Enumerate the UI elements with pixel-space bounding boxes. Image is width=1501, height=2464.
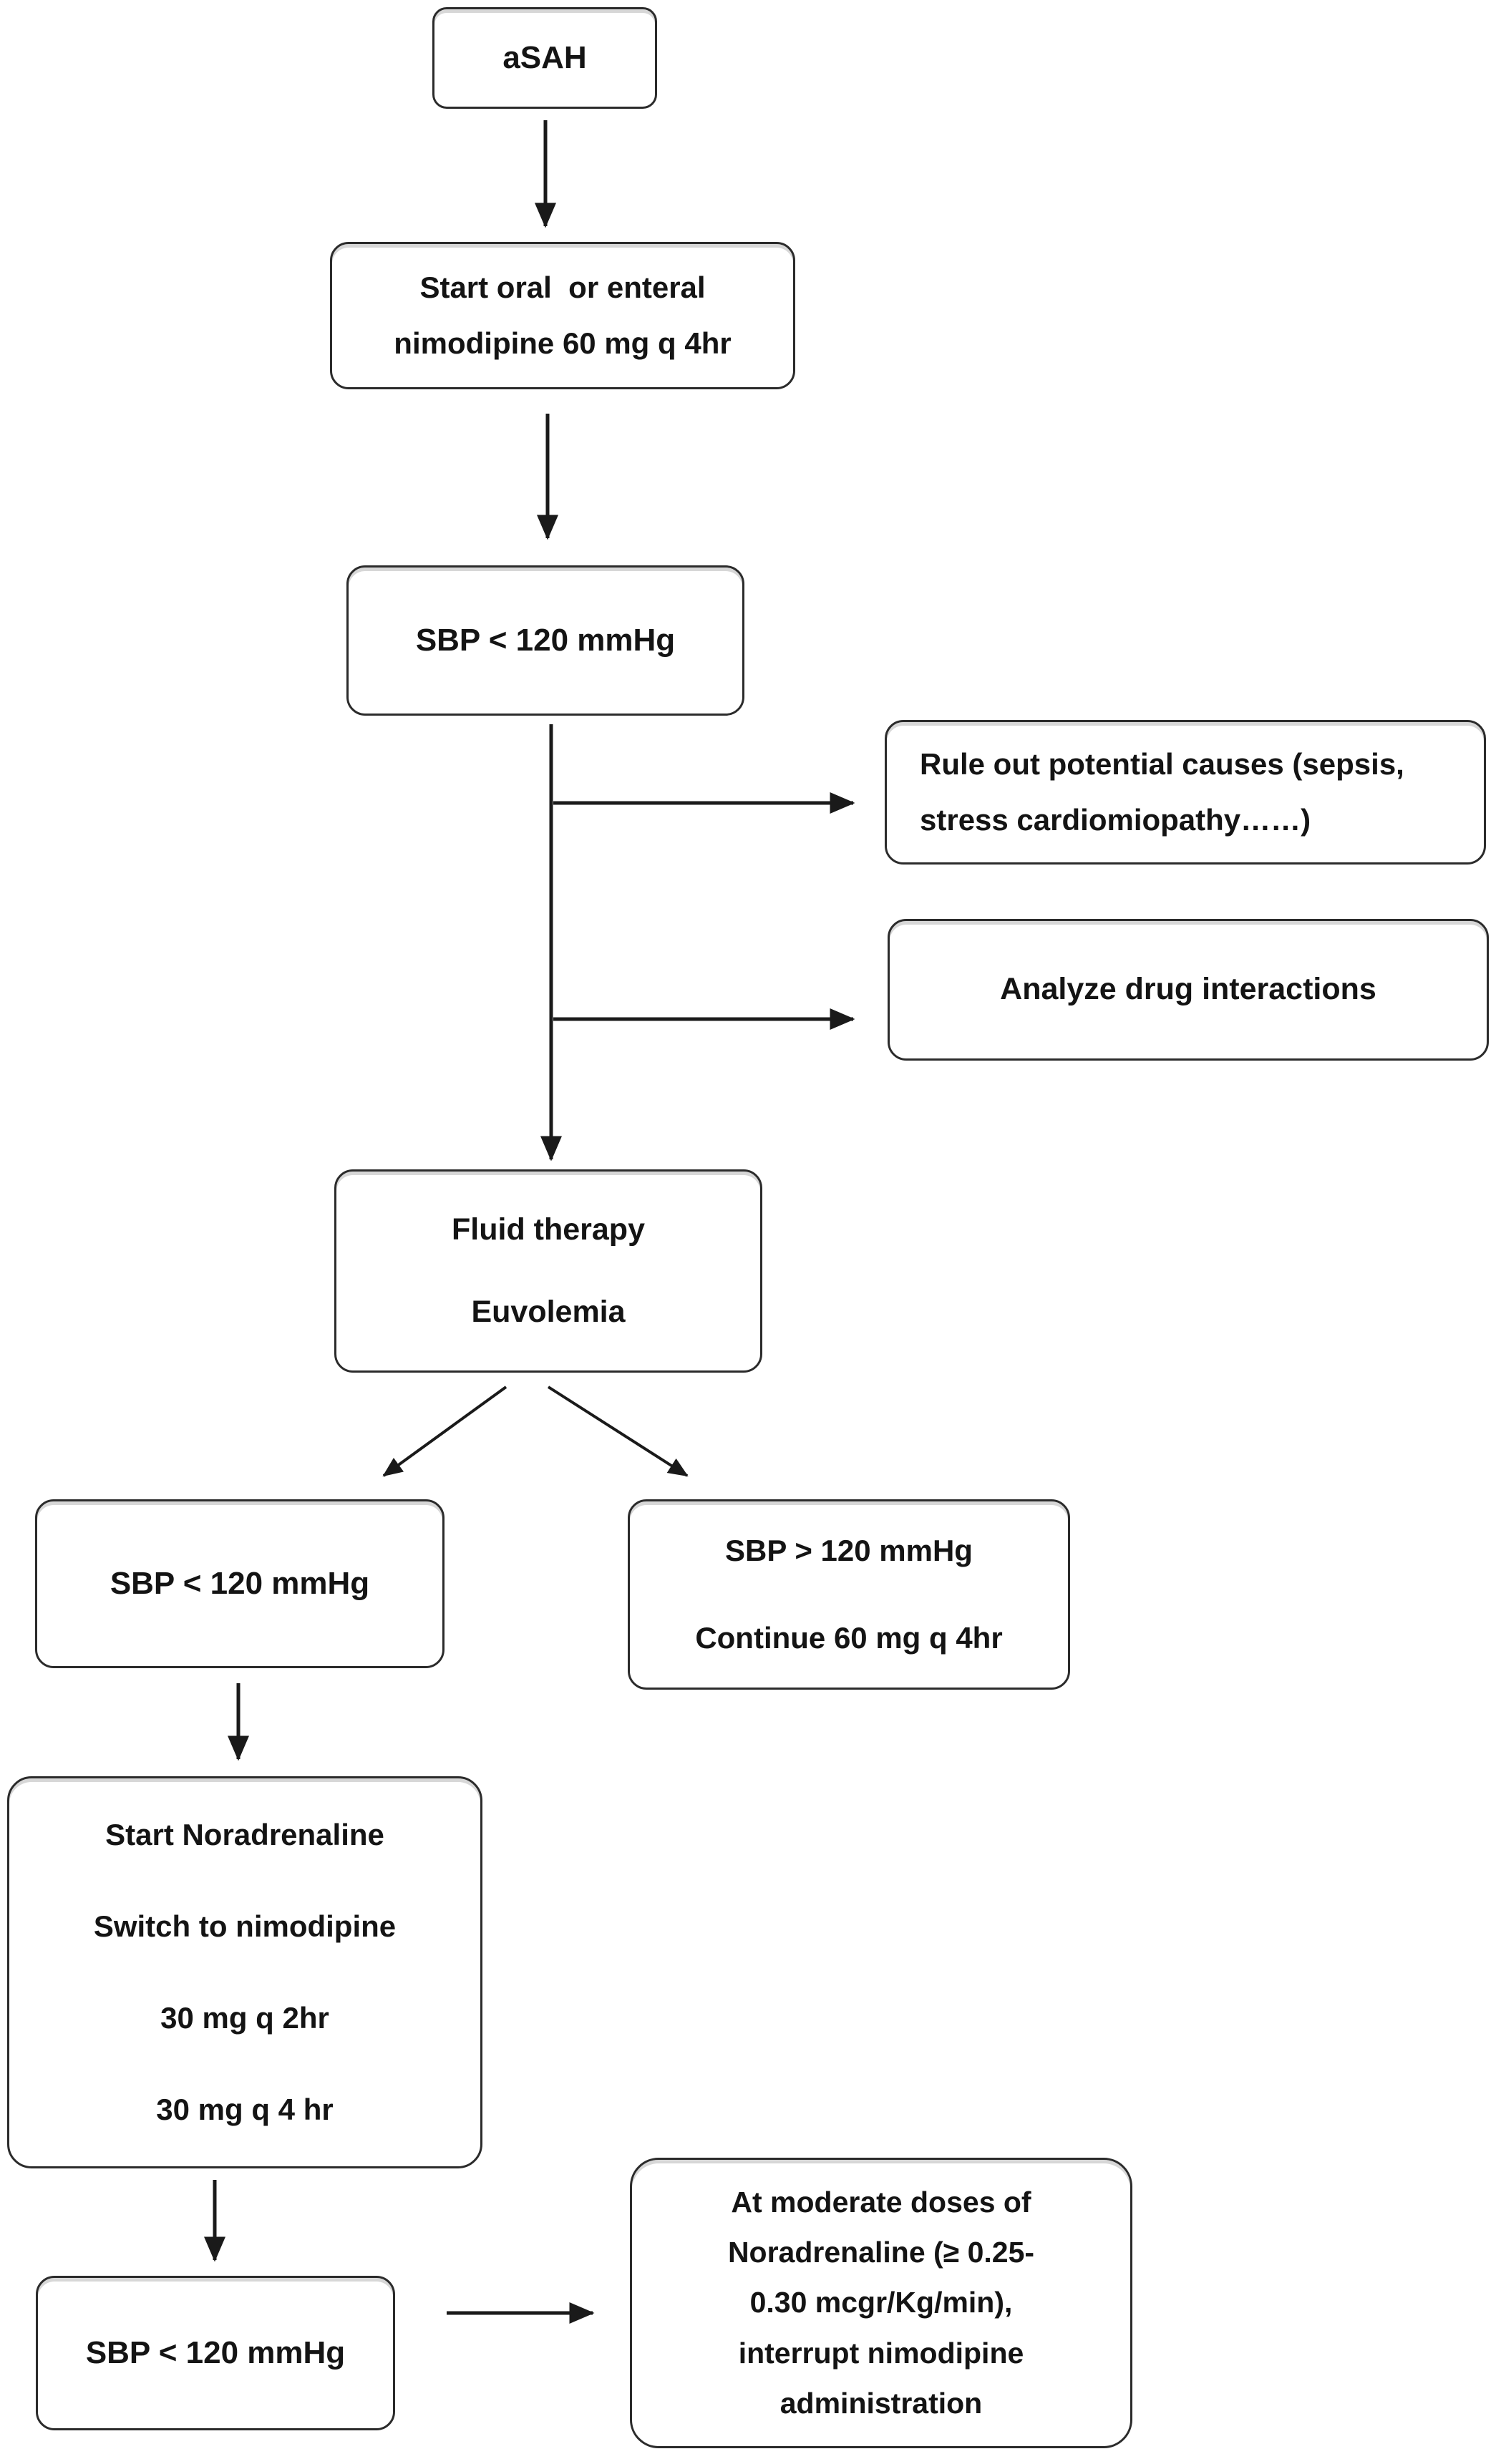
node-sbp-low-branch: SBP < 120 mmHg bbox=[35, 1499, 445, 1668]
node-analyze-interactions: Analyze drug interactions bbox=[888, 919, 1489, 1061]
node-line: interrupt nimodipine bbox=[738, 2336, 1024, 2370]
arrow-fluid-to-sbp-high bbox=[547, 1386, 689, 1477]
node-fluid-therapy: Fluid therapy Euvolemia bbox=[334, 1169, 762, 1373]
node-line: 0.30 mcgr/Kg/min), bbox=[749, 2286, 1013, 2319]
node-line: Rule out potential causes (sepsis, bbox=[920, 746, 1404, 781]
node-line: SBP < 120 mmHg bbox=[415, 622, 676, 658]
node-sbp-low-final: SBP < 120 mmHg bbox=[36, 2276, 395, 2430]
node-line: Analyze drug interactions bbox=[1000, 972, 1376, 1007]
node-line: administration bbox=[779, 2386, 983, 2420]
node-line: Continue 60 mg q 4hr bbox=[695, 1621, 1003, 1655]
node-sbp-high-branch: SBP > 120 mmHg Continue 60 mg q 4hr bbox=[628, 1499, 1070, 1690]
node-asah: aSAH bbox=[432, 7, 657, 109]
node-line: 30 mg q 2hr bbox=[160, 2001, 329, 2035]
node-start-nimodipine: Start oral or enteral nimodipine 60 mg q… bbox=[330, 242, 795, 389]
node-line: Euvolemia bbox=[471, 1295, 626, 1329]
node-line: stress cardiomiopathy……) bbox=[920, 803, 1311, 837]
node-line: SBP < 120 mmHg bbox=[85, 2334, 346, 2370]
node-line: At moderate doses of bbox=[731, 2186, 1031, 2219]
node-noradrenaline: Start Noradrenaline Switch to nimodipine… bbox=[7, 1776, 482, 2168]
arrow-fluid-to-sbp-low bbox=[382, 1386, 507, 1477]
node-line: Start Noradrenaline bbox=[105, 1817, 384, 1851]
node-line: nimodipine 60 mg q 4hr bbox=[394, 326, 732, 360]
node-line: Noradrenaline (≥ 0.25- bbox=[727, 2236, 1035, 2269]
node-line: 30 mg q 4 hr bbox=[156, 2093, 334, 2127]
node-line: SBP > 120 mmHg bbox=[725, 1533, 973, 1567]
node-line: SBP < 120 mmHg bbox=[110, 1565, 370, 1601]
node-line: Fluid therapy bbox=[452, 1212, 645, 1247]
node-line: Switch to nimodipine bbox=[93, 1909, 397, 1943]
node-moderate-doses: At moderate doses of Noradrenaline (≥ 0.… bbox=[630, 2158, 1132, 2448]
node-sbp-low-initial: SBP < 120 mmHg bbox=[346, 565, 744, 716]
node-asah-label: aSAH bbox=[502, 39, 587, 75]
node-rule-out-causes: Rule out potential causes (sepsis, stres… bbox=[885, 720, 1486, 865]
node-line: Start oral or enteral bbox=[419, 270, 706, 304]
